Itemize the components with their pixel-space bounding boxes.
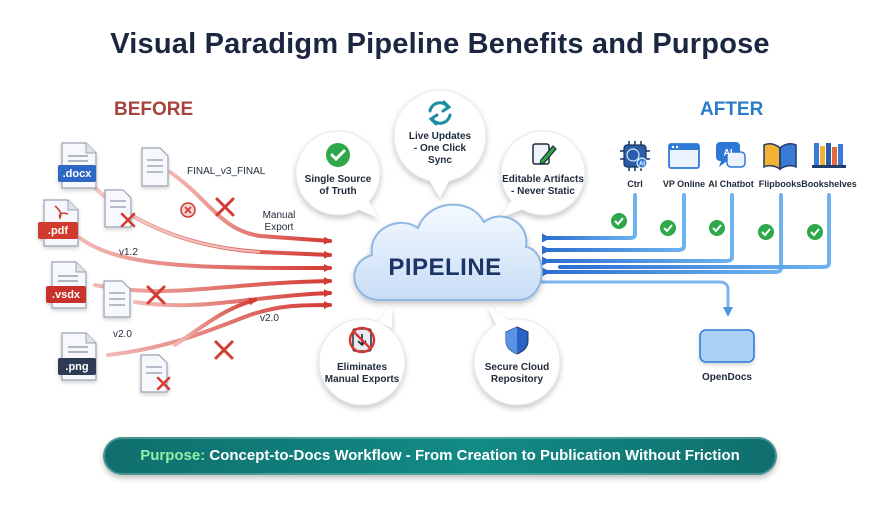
bookshelf-icon	[812, 143, 846, 168]
open-book-icon	[763, 143, 797, 171]
bubble-single-source	[295, 130, 381, 218]
edit-document-icon	[532, 143, 557, 165]
secure-repository-text: Secure Cloud Repository	[484, 362, 550, 385]
error-circle-icon	[180, 202, 196, 218]
no-export-icon	[348, 326, 376, 354]
document-icon	[141, 147, 169, 187]
page-title: Visual Paradigm Pipeline Benefits and Pu…	[110, 28, 770, 60]
chat-bubble-icon: AI	[716, 142, 746, 168]
version-v12-label: v1.2	[119, 247, 138, 258]
tool-label-ai-chatbot: AI Chatbot	[708, 179, 754, 189]
tool-label-bookshelves: Bookshelves	[801, 179, 857, 189]
purpose-text: Concept-to-Docs Workflow - From Creation…	[209, 447, 740, 464]
ai-chat-badge: AI	[724, 148, 733, 158]
after-label: AFTER	[700, 99, 764, 120]
after-checks	[611, 213, 823, 240]
pdf-ext-label: .pdf	[47, 225, 69, 237]
after-arrows	[542, 193, 831, 277]
opendocs-label: OpenDocs	[701, 372, 752, 383]
final-version-label: FINAL_v3_FINAL	[187, 166, 266, 177]
live-updates-text: Live Updates - One Click Sync	[408, 131, 472, 166]
check-circle-icon	[326, 143, 350, 167]
purpose-prefix: Purpose:	[140, 447, 206, 464]
document-error-icon	[104, 189, 136, 228]
ai-chip-icon: AI	[620, 141, 650, 171]
sync-icon	[428, 100, 452, 126]
document-error-icon-2	[140, 354, 171, 393]
tool-label-ctrl: Ctrl	[627, 179, 643, 189]
manual-export-label: Manual Export	[262, 210, 296, 233]
tool-label-vp-online: VP Online	[662, 179, 706, 189]
pipeline-label: PIPELINE	[388, 254, 502, 281]
purpose-banner: Purpose: Concept-to-Docs Workflow - From…	[103, 437, 777, 475]
version-v20-right-label: v2.0	[260, 313, 279, 324]
vsdx-file-icon	[46, 261, 87, 309]
error-x-markers	[146, 197, 235, 360]
pipeline-cloud	[353, 203, 543, 301]
version-v20-left-label: v2.0	[113, 329, 132, 340]
docx-file-icon	[58, 142, 97, 189]
eliminates-exports-text: Eliminates Manual Exports	[324, 362, 400, 385]
png-ext-label: .png	[65, 361, 89, 373]
bubble-secure	[473, 306, 561, 406]
shield-icon	[505, 326, 529, 355]
browser-window-icon	[668, 143, 700, 169]
pdf-file-icon	[38, 199, 79, 247]
before-label: BEFORE	[114, 99, 194, 120]
ai-chip-badge: AI	[639, 162, 645, 168]
opendocs-icon	[699, 329, 755, 363]
bubble-eliminates	[318, 306, 406, 406]
single-source-text: Single Source of Truth	[304, 174, 372, 197]
png-file-icon	[58, 332, 97, 381]
tool-label-flipbooks: Flipbooks	[758, 179, 802, 189]
document-icon-2	[103, 280, 131, 318]
bubble-editable	[500, 130, 586, 218]
vsdx-ext-label: .vsdx	[51, 289, 81, 301]
bubble-live-updates	[393, 89, 487, 198]
editable-artifacts-text: Editable Artifacts - Never Static	[502, 174, 584, 197]
docx-ext-label: .docx	[62, 168, 92, 180]
